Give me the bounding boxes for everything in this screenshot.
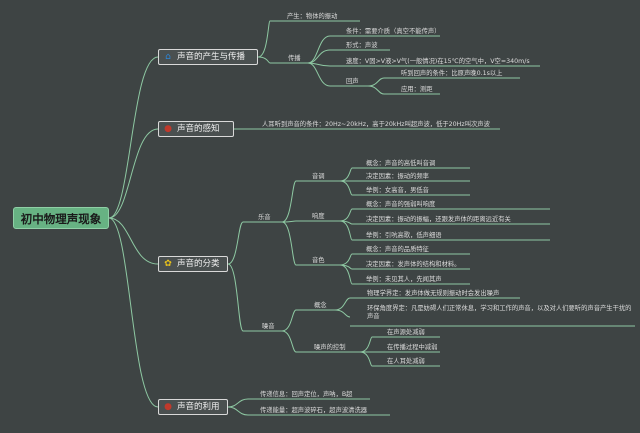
- flower-icon: ✿: [164, 259, 172, 269]
- branch-node: ✿ 声音的分类: [158, 256, 228, 272]
- topic-label: 音调: [312, 173, 325, 180]
- connector: [339, 180, 353, 196]
- connector: [281, 330, 297, 353]
- connector: [108, 217, 159, 408]
- leaf-text: 决定因素：振动的振幅，还跟发声体的距离远近有关: [366, 216, 511, 223]
- connector: [108, 128, 159, 219]
- leaf-text: 举例：未见其人，先闻其声: [366, 276, 442, 283]
- connector: [367, 85, 385, 95]
- connector: [339, 220, 353, 241]
- connector: [227, 398, 249, 408]
- leaf-text: 在传播过程中减弱: [387, 344, 438, 351]
- connector: [307, 49, 331, 64]
- connector: [257, 56, 271, 64]
- connector: [359, 336, 373, 353]
- leaf-text: 在人耳处减弱: [387, 358, 425, 365]
- leaf-text: 概念：声音的高低叫音调: [366, 160, 436, 167]
- circle-icon: ●: [164, 124, 172, 134]
- leaf-text: 产生：物体的振动: [287, 13, 338, 20]
- leaf-text: 人耳听到声音的条件：20Hz~20kHz，高于20kHz叫超声波，低于20Hz叫…: [262, 121, 490, 128]
- circle-icon: ●: [164, 402, 172, 412]
- leaf-text: 举例：引吭高歌，低声细语: [366, 232, 442, 239]
- home-icon: ⌂: [165, 52, 171, 62]
- connector: [257, 20, 271, 58]
- connector: [334, 297, 351, 311]
- topic-label: 回声: [346, 78, 359, 85]
- connector: [339, 264, 353, 285]
- connector: [307, 62, 331, 87]
- leaf-text: 物理学界定：发声体做无规则振动时会发出噪声: [367, 290, 500, 297]
- leaf-text: 传递信息：回声定位，声呐，B超: [260, 391, 353, 398]
- connector: [227, 406, 249, 416]
- topic-label: 响度: [312, 213, 325, 220]
- connector: [281, 220, 297, 223]
- branch-node: ● 声音的感知: [158, 121, 234, 137]
- topic-label: 音色: [312, 257, 325, 264]
- leaf-text: 决定因素：发声体的结构和材料。: [366, 261, 461, 268]
- leaf-text: 概念：声音的强弱叫响度: [366, 201, 436, 208]
- connector: [334, 309, 351, 318]
- connector: [281, 309, 297, 332]
- root-node: 初中物理声现象: [13, 207, 109, 229]
- connector: [108, 217, 159, 265]
- topic-label: 乐音: [258, 214, 271, 221]
- leaf-text: 在声源处减弱: [387, 329, 425, 336]
- branch-label: 声音的利用: [177, 402, 220, 412]
- topic-label: 传播: [288, 55, 301, 62]
- connector: [367, 77, 385, 87]
- branch-node: ⌂ 声音的产生与传播: [158, 49, 258, 65]
- connector: [307, 35, 331, 64]
- leaf-text: 形式：声波: [346, 42, 378, 49]
- connector: [108, 56, 159, 219]
- leaf-text: 决定因素：振动的频率: [366, 173, 429, 180]
- connector: [339, 253, 353, 266]
- leaf-text: 应用：测距: [401, 86, 433, 93]
- connector: [227, 263, 244, 332]
- leaf-text: 概念：声音的品质特征: [366, 246, 429, 253]
- topic-label: 噪声的控制: [314, 344, 346, 351]
- connector: [359, 351, 373, 367]
- branch-label: 声音的分类: [177, 259, 220, 269]
- connector: [227, 221, 244, 265]
- leaf-text: 举例：女高音，男低音: [366, 187, 429, 194]
- connector: [281, 180, 297, 223]
- topic-label: 噪音: [262, 323, 275, 330]
- branch-label: 声音的产生与传播: [177, 52, 246, 62]
- connector: [339, 208, 353, 222]
- leaf-text: 速度：V固>V液>V气(一般情况)在15℃的空气中，V空=340m/s: [346, 58, 530, 65]
- branch-label: 声音的感知: [177, 124, 220, 134]
- connector: [339, 167, 353, 182]
- leaf-text: 传递能量：超声波碎石，超声波清洗器: [260, 407, 368, 414]
- topic-label: 概念: [314, 302, 327, 309]
- leaf-text: 条件：需要介质（真空不能传声）: [346, 28, 441, 35]
- branch-node: ● 声音的利用: [158, 399, 228, 415]
- leaf-text: 听到回声的条件：比原声晚0.1s以上: [401, 70, 503, 77]
- leaf-text: 环保角度界定：凡是妨碍人们正常休息，学习和工作的声音，以及对人们要听的声音产生干…: [367, 305, 632, 320]
- connector: [281, 221, 297, 266]
